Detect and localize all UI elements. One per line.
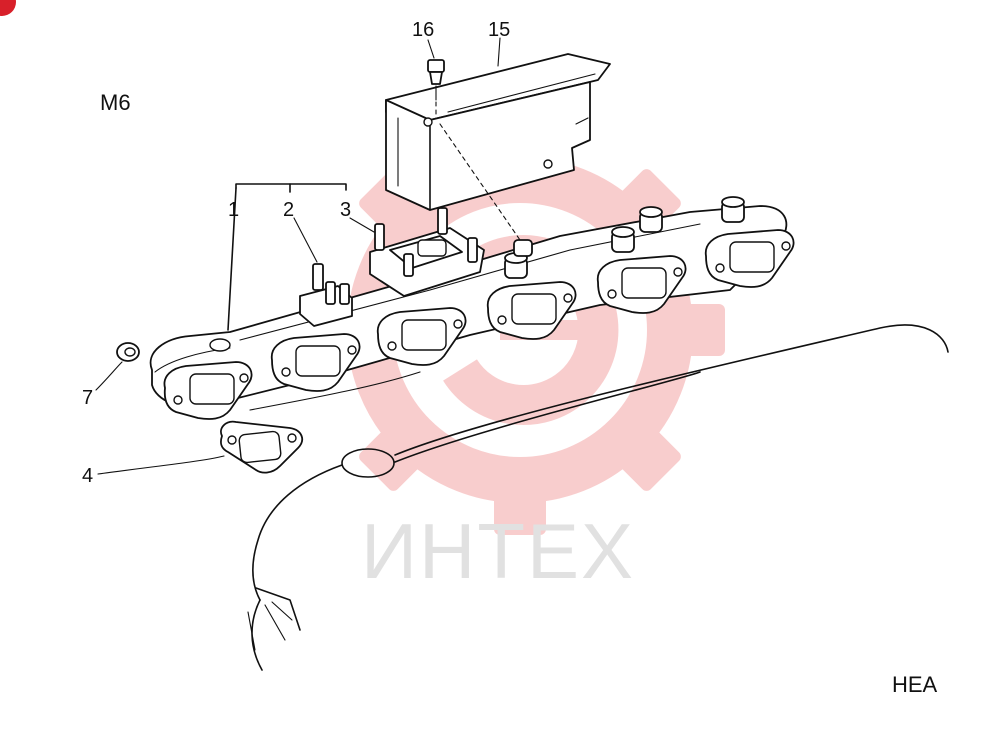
callout-16: 16 [412, 19, 434, 41]
manifold-flange-1 [163, 361, 253, 420]
manifold-flange-3 [376, 307, 467, 366]
outlet-flange-3 [369, 207, 485, 297]
manifold-bosses [504, 196, 745, 279]
leader-lines [95, 37, 521, 475]
exhaust-manifold [149, 196, 795, 420]
callout-2: 2 [283, 199, 294, 221]
bolt-16 [427, 59, 445, 101]
label-top-left: M6 [100, 90, 131, 115]
manifold-gasket [220, 420, 304, 474]
corner-badge [0, 0, 16, 16]
manifold-flange-5 [596, 255, 687, 314]
stud-block-2 [299, 263, 353, 327]
manifold-flange-4 [486, 281, 577, 340]
callout-4: 4 [82, 465, 93, 487]
callout-1: 1 [228, 199, 239, 221]
manifold-flange-2 [270, 333, 361, 392]
callout-3: 3 [340, 199, 351, 221]
callout-15: 15 [488, 19, 510, 41]
label-bottom-right: HEA [892, 672, 938, 697]
nut-7 [116, 342, 140, 362]
cylinder-head-outline [247, 324, 949, 671]
watermark-text: ИНТЕХ [361, 507, 635, 595]
heat-shield [385, 53, 611, 211]
callout-7: 7 [82, 387, 93, 409]
manifold-flange-6 [704, 229, 795, 288]
